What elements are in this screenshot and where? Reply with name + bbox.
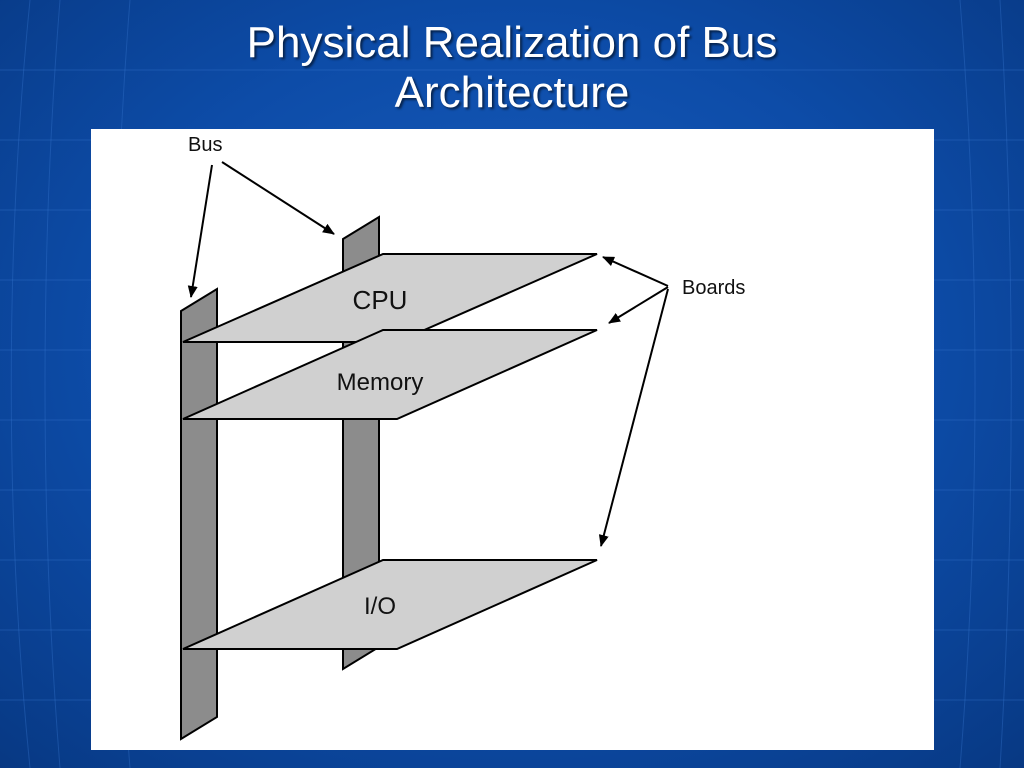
- boards-arrow-cpu: [602, 256, 669, 287]
- diagram-panel: CPU Memory I/O Bus Boards: [91, 129, 934, 750]
- bus-arrow-rear: [221, 161, 335, 235]
- boards-arrow-io: [598, 288, 669, 547]
- board-memory: Memory: [182, 329, 598, 420]
- slide-title-line-2: Architecture: [394, 68, 630, 117]
- board-memory-label: Memory: [337, 369, 424, 396]
- boards-label: Boards: [682, 277, 745, 299]
- slide-title: Physical Realization of Bus Architecture: [0, 18, 1024, 118]
- board-cpu-plate: [182, 253, 598, 343]
- boards-arrow-memory: [608, 286, 669, 324]
- board-io-label: I/O: [364, 593, 396, 620]
- board-io-plate: [182, 559, 598, 650]
- front-bus-bar: [180, 287, 218, 741]
- slide-title-line-1: Physical Realization of Bus: [246, 18, 778, 67]
- board-io: I/O: [182, 559, 598, 650]
- bus-architecture-diagram: CPU Memory I/O Bus Boards: [180, 134, 745, 741]
- bus-arrow-front: [187, 164, 213, 298]
- board-cpu-label: CPU: [353, 285, 408, 315]
- board-memory-plate: [182, 329, 598, 420]
- bus-label: Bus: [188, 134, 222, 156]
- board-cpu: CPU: [182, 253, 598, 343]
